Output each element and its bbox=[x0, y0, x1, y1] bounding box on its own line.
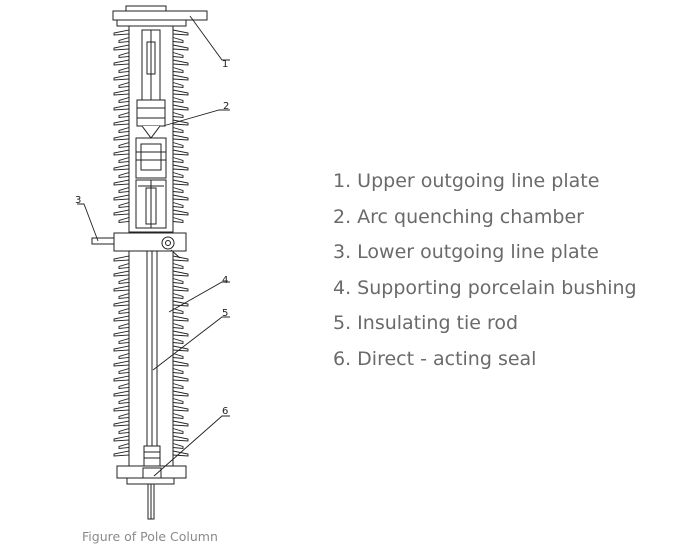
callout-2-leader bbox=[162, 109, 230, 127]
component-legend: 1. Upper outgoing line plate 2. Arc quen… bbox=[333, 168, 637, 381]
insulator-shed bbox=[118, 67, 184, 73]
callout-1-leader bbox=[189, 15, 230, 61]
insulating-tie-rod bbox=[143, 250, 161, 467]
direct-acting-seal bbox=[142, 467, 162, 479]
insulator-shed bbox=[113, 330, 189, 337]
insulator-shed bbox=[113, 435, 189, 442]
insulator-shed bbox=[118, 353, 184, 359]
callout-3-leader bbox=[77, 203, 99, 242]
callout-5: 5 bbox=[222, 308, 228, 319]
insulator-shed bbox=[113, 315, 189, 322]
insulator-shed bbox=[113, 405, 189, 412]
insulator-shed bbox=[118, 293, 184, 299]
insulator-shed bbox=[113, 390, 189, 397]
insulator-shed bbox=[113, 194, 189, 201]
callout-3: 3 bbox=[75, 195, 81, 206]
upper-insulator-sheds bbox=[113, 29, 189, 223]
insulator-shed bbox=[118, 127, 184, 133]
insulator-shed bbox=[113, 360, 189, 367]
insulator-shed bbox=[118, 217, 184, 223]
insulator-shed bbox=[118, 413, 184, 419]
insulator-shed bbox=[113, 345, 189, 352]
insulator-shed bbox=[118, 443, 184, 449]
callout-6: 6 bbox=[222, 406, 228, 417]
callout-1: 1 bbox=[222, 59, 228, 70]
legend-item-supporting-porcelain-bushing: 4. Supporting porcelain bushing bbox=[333, 276, 637, 299]
insulator-shed bbox=[118, 398, 184, 404]
legend-item-upper-outgoing-line-plate: 1. Upper outgoing line plate bbox=[333, 170, 600, 192]
insulator-shed bbox=[118, 323, 184, 329]
insulator-shed bbox=[118, 112, 184, 118]
insulator-shed bbox=[118, 52, 184, 58]
insulator-shed bbox=[113, 179, 189, 186]
insulator-shed bbox=[113, 44, 189, 51]
legend-item-lower-outgoing-line-plate: 3. Lower outgoing line plate bbox=[333, 241, 599, 263]
insulator-shed bbox=[113, 164, 189, 171]
callout-6-leader bbox=[153, 415, 230, 477]
callout-2: 2 bbox=[223, 101, 229, 112]
insulator-shed bbox=[118, 338, 184, 344]
insulator-shed bbox=[118, 263, 184, 269]
figure-caption: Figure of Pole Column bbox=[82, 529, 218, 544]
insulator-shed bbox=[118, 142, 184, 148]
lower-insulator-sheds bbox=[113, 255, 189, 457]
arc-quenching-chamber bbox=[135, 29, 167, 229]
insulator-shed bbox=[113, 104, 189, 111]
insulator-shed bbox=[113, 420, 189, 427]
insulator-shed bbox=[113, 134, 189, 141]
insulator-shed bbox=[118, 383, 184, 389]
callout-4-leader bbox=[168, 281, 230, 313]
insulator-shed bbox=[118, 428, 184, 434]
insulator-shed bbox=[118, 97, 184, 103]
callout-5-leader bbox=[152, 316, 230, 371]
insulator-shed bbox=[113, 59, 189, 66]
insulator-shed bbox=[118, 37, 184, 43]
insulator-shed bbox=[113, 375, 189, 382]
insulator-shed bbox=[113, 89, 189, 96]
callout-4: 4 bbox=[222, 275, 228, 286]
insulator-shed bbox=[113, 270, 189, 277]
insulator-shed bbox=[113, 255, 189, 262]
insulator-shed bbox=[113, 209, 189, 216]
insulator-shed bbox=[113, 74, 189, 81]
insulator-shed bbox=[113, 29, 189, 36]
insulator-shed bbox=[118, 368, 184, 374]
middle-flange bbox=[113, 232, 187, 252]
upper-outgoing-line-plate bbox=[112, 10, 208, 21]
insulator-shed bbox=[118, 187, 184, 193]
insulator-shed bbox=[113, 149, 189, 156]
insulator-shed bbox=[118, 278, 184, 284]
insulator-shed bbox=[113, 119, 189, 126]
legend-item-insulating-tie-rod: 5. Insulating tie rod bbox=[333, 312, 519, 334]
insulator-shed bbox=[118, 157, 184, 163]
legend-item-direct-acting-seal: 6. Direct - acting seal bbox=[333, 347, 537, 370]
insulator-shed bbox=[113, 285, 189, 292]
legend-item-arc-quenching-chamber: 2. Arc quenching chamber bbox=[333, 205, 584, 228]
insulator-shed bbox=[118, 202, 184, 208]
insulator-shed bbox=[118, 308, 184, 314]
insulator-shed bbox=[118, 172, 184, 178]
insulator-shed bbox=[118, 82, 184, 88]
